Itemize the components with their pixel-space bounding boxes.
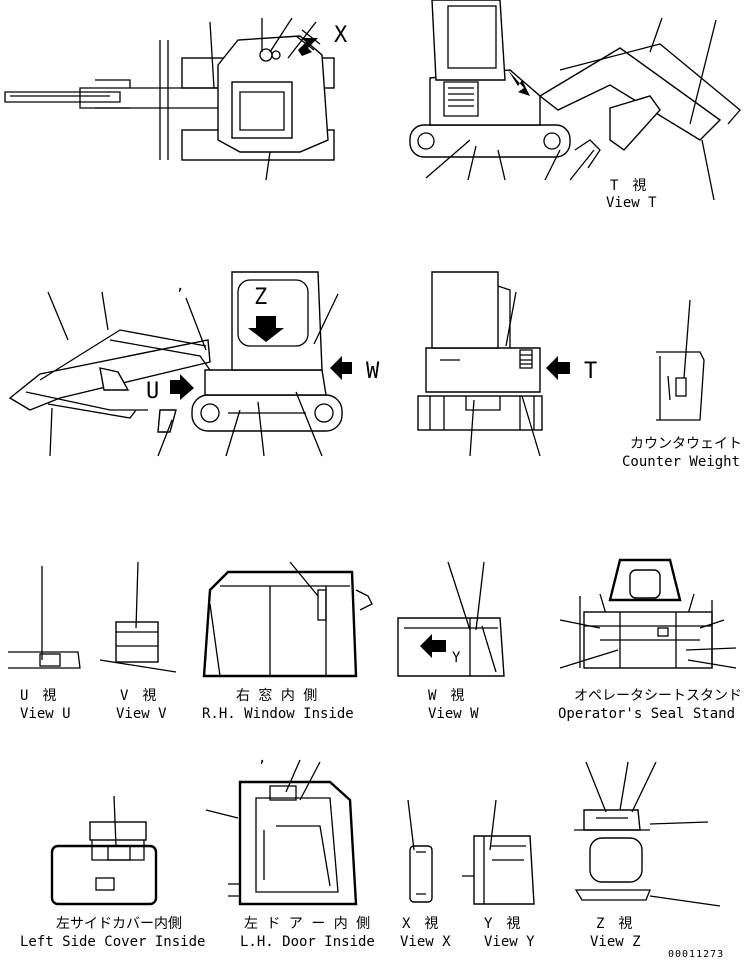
view-x-caption-en: View X (400, 934, 451, 950)
left-cover-caption-jp: 左サイドカバー内側 (56, 916, 182, 932)
seat-stand-caption-jp: オペレータシートスタンド (574, 688, 742, 704)
view-y-detail: Y 視 View Y (462, 799, 535, 950)
rh-window-caption-en: R.H. Window Inside (202, 706, 354, 722)
svg-text:,: , (176, 278, 184, 294)
view-u-caption-en: View U (20, 706, 71, 722)
counterweight-detail: カウンタウェイト Counter Weight (622, 299, 742, 470)
view-u-letter: U (146, 379, 159, 404)
view-w-caption-jp: W 視 (428, 688, 464, 704)
view-z-detail: Z 視 View Z (574, 761, 721, 950)
lh-door-detail: , 左 ド ア ー 内 側 L.H. Door Inside (205, 750, 375, 950)
left-cover-detail: 左サイドカバー内側 Left Side Cover Inside (20, 795, 205, 950)
seat-stand-caption-en: Operator's Seal Stand (558, 706, 735, 722)
view-t-caption-en: View T (606, 195, 657, 211)
rear-view: T (417, 271, 597, 457)
right-side-view: T 視 View T (409, 0, 741, 211)
view-z-caption-jp: Z 視 (596, 916, 632, 932)
view-v-caption-jp: V 視 (120, 688, 156, 704)
view-v-caption-en: View V (116, 706, 167, 722)
view-t-caption-jp: T 視 (610, 178, 646, 194)
view-y-caption-jp: Y 視 (484, 916, 520, 932)
view-y-letter: Y (452, 650, 461, 666)
seat-stand-detail: オペレータシートスタンド Operator's Seal Stand (558, 558, 742, 722)
view-x-detail: X 視 View X (400, 799, 451, 950)
view-w-detail: Y W 視 View W (397, 561, 505, 722)
view-u-caption-jp: U 視 (20, 688, 56, 704)
left-cover-caption-en: Left Side Cover Inside (20, 934, 205, 950)
view-z-caption-en: View Z (590, 934, 641, 950)
lh-door-caption-jp: 左 ド ア ー 内 側 (244, 916, 370, 932)
view-z-letter: Z (254, 285, 267, 310)
view-t-letter: T (584, 359, 597, 384)
document-number: 00011273 (668, 949, 724, 960)
lh-door-caption-en: L.H. Door Inside (240, 934, 375, 950)
view-w-caption-en: View W (428, 706, 479, 722)
view-x-caption-jp: X 視 (402, 916, 438, 932)
rh-window-detail: 右 窓 内 側 R.H. Window Inside (202, 561, 373, 722)
top-plan-view: X (4, 17, 348, 181)
view-x-letter: X (334, 23, 348, 48)
view-w-letter: W (366, 359, 380, 384)
view-y-caption-en: View Y (484, 934, 535, 950)
rh-window-caption-jp: 右 窓 内 側 (236, 687, 317, 704)
view-v-detail: V 視 View V (99, 561, 177, 722)
left-side-view: Z U W , (8, 271, 380, 457)
counterweight-caption-en: Counter Weight (622, 454, 740, 470)
svg-text:,: , (258, 750, 266, 766)
counterweight-caption-jp: カウンタウェイト (630, 436, 742, 452)
view-u-detail: U 視 View U (8, 566, 81, 722)
